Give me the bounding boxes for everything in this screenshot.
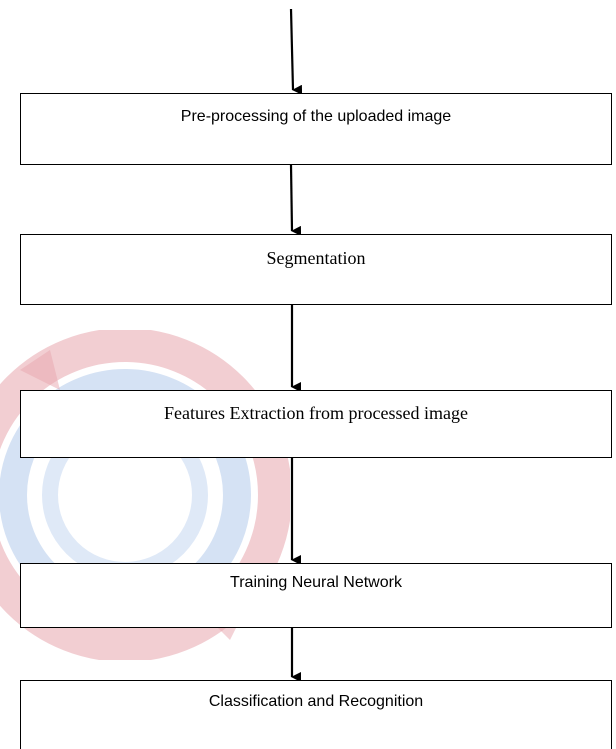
step-preprocessing-label: Pre-processing of the uploaded image <box>180 108 452 125</box>
arrow-into-preprocessing <box>289 8 303 95</box>
step-segmentation-box: Segmentation <box>20 234 612 305</box>
arrow-to-segmentation <box>289 164 302 236</box>
step-training-box: Training Neural Network <box>20 563 612 628</box>
step-preprocessing-box: Pre-processing of the uploaded image <box>20 93 612 165</box>
step-segmentation-label: Segmentation <box>266 248 366 268</box>
step-features-extraction-label: Features Extraction from processed image <box>164 403 468 423</box>
step-training-label: Training Neural Network <box>230 574 402 591</box>
step-classification-label: Classification and Recognition <box>208 693 424 710</box>
step-classification-box: Classification and Recognition <box>20 680 612 749</box>
step-features-extraction-box: Features Extraction from processed image <box>20 390 612 458</box>
